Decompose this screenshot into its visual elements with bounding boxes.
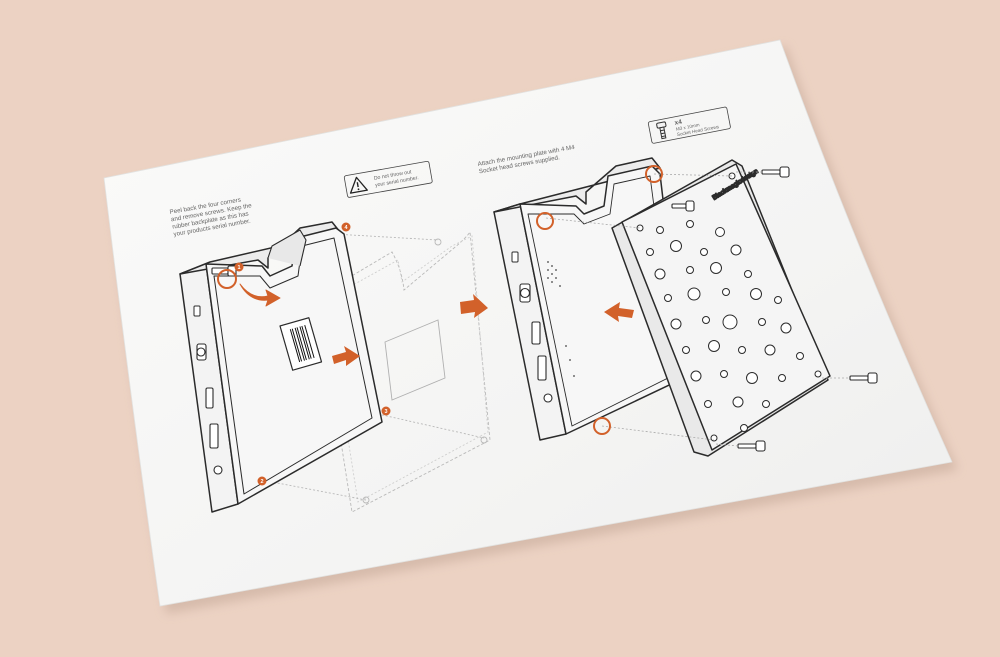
serial-barcode-label	[279, 317, 323, 371]
callout-1-label: 1	[237, 265, 240, 271]
mounting-plate-face	[621, 163, 831, 451]
mounting-plate-holes	[646, 220, 804, 432]
callout-3-label: 3	[384, 409, 387, 415]
step-2-group: Attach the mounting plate with 4 M4 Sock…	[477, 106, 878, 457]
callout-1: 1	[234, 262, 244, 272]
device2-hdmi-port	[537, 355, 547, 381]
screw-bottom	[737, 440, 766, 452]
warning-note-box	[343, 160, 433, 198]
warning-triangle-icon	[349, 176, 368, 194]
screw-icon	[656, 121, 667, 140]
mounting-plate: Blackmagicdesign	[611, 159, 831, 457]
mounting-plate-corner-holes	[636, 172, 822, 442]
callout-2-label: 2	[260, 479, 263, 485]
hole-highlight-bottom	[593, 417, 611, 435]
attach-arrow-icon	[604, 302, 634, 322]
hole-highlight-top-left	[536, 212, 554, 230]
peel-arrow-icon	[239, 283, 281, 307]
backplate-label-area	[384, 319, 446, 401]
screw-top-left	[671, 200, 695, 212]
screw-guide-lines	[545, 171, 850, 447]
hole-highlight-top-right	[645, 165, 663, 183]
callout-4-label: 4	[344, 225, 348, 231]
step-2-callouts	[536, 165, 663, 435]
device2-vents	[547, 261, 575, 377]
audio-jack	[213, 465, 223, 475]
screw-highlight-ring	[217, 269, 237, 289]
parts-box	[647, 106, 731, 144]
step-1-callouts: 1 2 3 4	[217, 222, 391, 486]
device-body-step-1	[179, 221, 383, 513]
remove-arrow-icon	[332, 346, 360, 366]
callout-2: 2	[257, 476, 267, 486]
step-1-instruction: Peel back the four corners and remove sc…	[169, 195, 256, 239]
next-step-arrow-icon	[460, 294, 488, 318]
mounting-screws	[671, 166, 878, 452]
sdi-connector	[196, 347, 206, 357]
parts-quantity: x4	[674, 119, 683, 127]
hdmi-port	[209, 423, 219, 449]
device2-top-face	[493, 157, 661, 213]
usb-port	[205, 387, 214, 409]
callout-3: 3	[381, 406, 391, 416]
parts-line-1: M3 x 10mm	[675, 122, 700, 132]
callout-4: 4	[341, 222, 351, 232]
screw-mid-right	[849, 372, 878, 384]
step-1-group: Peel back the four corners and remove sc…	[169, 160, 491, 513]
device2-usb-port	[531, 321, 541, 345]
rubber-backplate-ghost	[261, 230, 491, 513]
